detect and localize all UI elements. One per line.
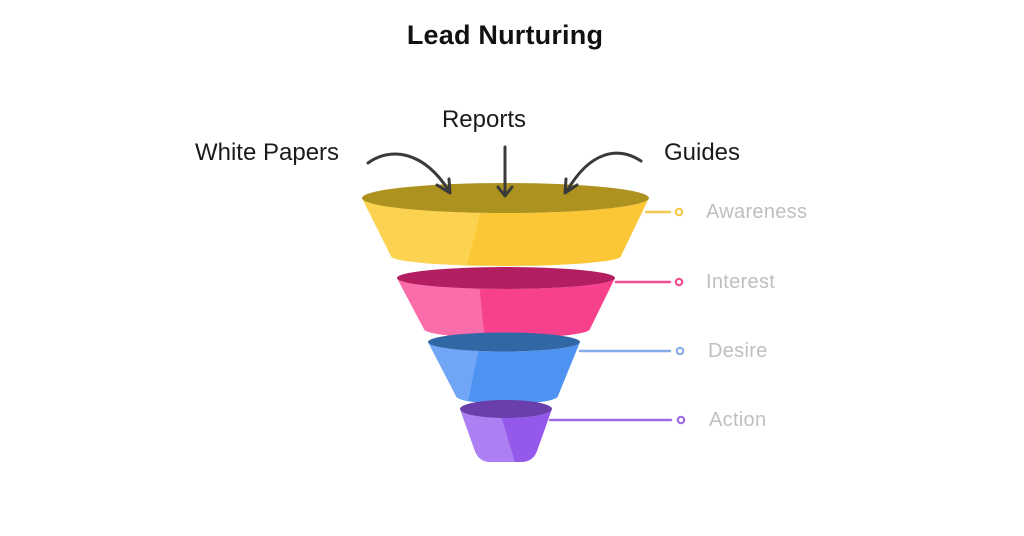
stage-label-awareness: Awareness	[706, 201, 808, 223]
reports-arrow-icon	[496, 145, 514, 198]
stage-connectors	[548, 207, 686, 425]
input-label-guides: Guides	[663, 139, 741, 166]
stage-label-interest: Interest	[706, 271, 776, 293]
desire-top-ellipse	[428, 332, 580, 352]
stage-label-desire: Desire	[708, 340, 768, 362]
input-arrows	[366, 145, 643, 198]
desire-ring-icon	[675, 346, 685, 356]
interest-ring-icon	[674, 277, 684, 287]
funnel-stage-action	[460, 400, 552, 462]
interest-top-ellipse	[397, 267, 615, 289]
funnel-stage-awareness	[362, 183, 649, 266]
action-top-ellipse	[460, 400, 552, 418]
page-title: Lead Nurturing	[406, 20, 604, 50]
awareness-ring-icon	[674, 207, 684, 217]
input-label-reports: Reports	[441, 106, 527, 133]
stage-label-action: Action	[709, 409, 767, 431]
input-label-white-papers: White Papers	[194, 139, 340, 166]
white-papers-arrow-icon	[366, 152, 452, 195]
funnel-stage-interest	[397, 267, 615, 338]
awareness-top-ellipse	[362, 183, 649, 213]
guides-arrow-icon	[563, 151, 643, 195]
action-ring-icon	[676, 415, 686, 425]
funnel-stage-desire	[428, 332, 580, 404]
